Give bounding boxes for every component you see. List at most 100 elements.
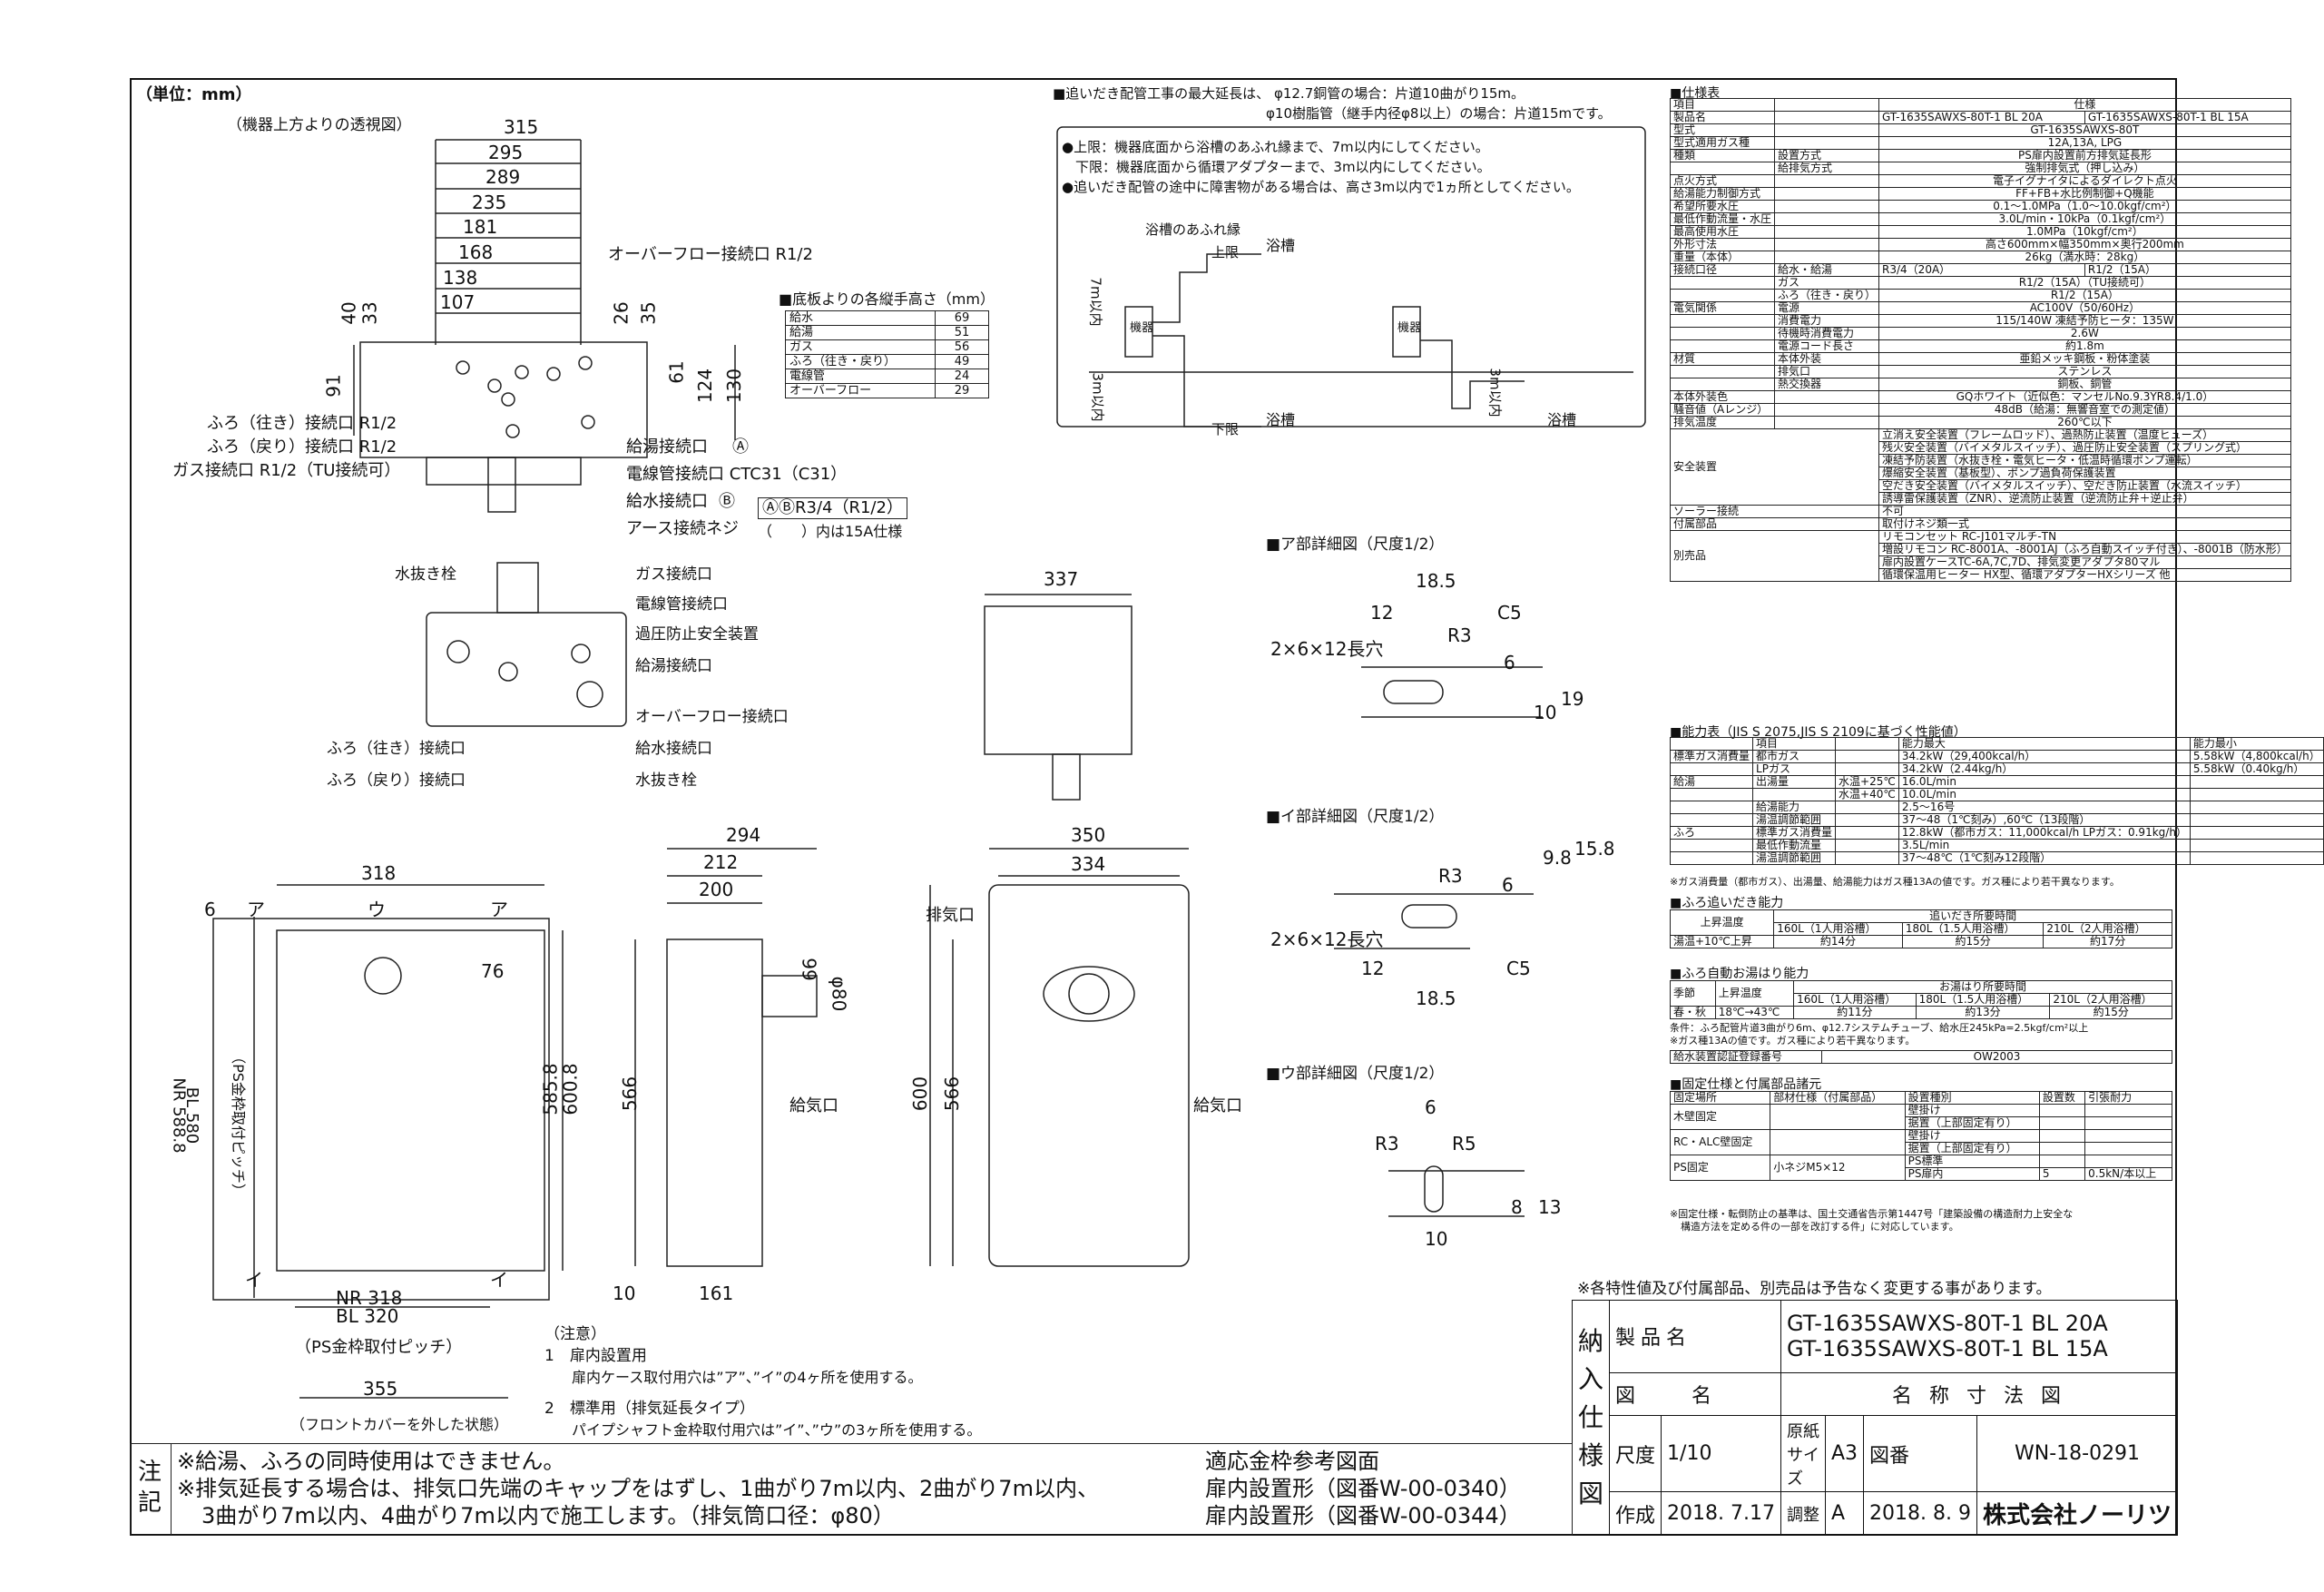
label-conduit: 電線管接続口 CTC31（C31） (626, 465, 848, 484)
detail-a-r3: R3 (1447, 624, 1472, 646)
within3: 3m以内 (1089, 372, 1106, 422)
tb-rev-date: 2018. 8. 9 (1863, 1491, 1978, 1536)
f2-350: 350 (1071, 824, 1106, 846)
label-b-overflow: オーバーフロー接続口 (635, 708, 789, 726)
front2-view-body (988, 884, 1190, 1267)
spec-row: 点火方式電子イグナイタによるダイレクト点火 (1669, 174, 2291, 188)
detail-a-6: 6 (1504, 652, 1515, 673)
capacity-title: ■能力表（JIS S 2075,JIS S 2109に基づく性能値） (1670, 725, 1966, 740)
tub-2: 浴槽 (1266, 411, 1296, 428)
tb-company: 株式会社ノーリツ (1976, 1491, 2179, 1536)
ref1: 扉内設置形（図番W-00-0340） (1205, 1476, 1521, 1501)
dim-26: 26 (610, 301, 632, 325)
piping-line1: ■追いだき配管工事の最大延長は、 φ12.7銅管の場合：片道10曲がり15m。 (1053, 85, 1525, 102)
spec-row: 外形寸法高さ600mm×幅350mm×奥行200mm (1669, 238, 2291, 251)
top-view-caption: （機器上方よりの透視図） (227, 116, 412, 134)
autofill-table: 季節上昇温度お湯はり所要時間 160L（1人用浴槽）180L（1.5人用浴槽）2… (1670, 980, 2172, 1019)
detail-i-98: 9.8 (1543, 847, 1572, 869)
label-b-relief: 過圧防止安全装置 (635, 625, 759, 644)
tb-scale-label: 尺度 (1609, 1415, 1662, 1493)
piping-b2: 下限：機器底面から循環アダプターまで、3m以内にしてください。 (1075, 159, 1491, 175)
tb-drawing-label: 図 名 (1609, 1371, 1781, 1417)
f2-intake: 給気口 (1193, 1096, 1242, 1115)
detail-i-c5: C5 (1506, 958, 1531, 979)
bottom-view-body (426, 612, 627, 727)
tb-made: 2018. 7.17 (1661, 1491, 1781, 1536)
tb-drawing: 名 称 寸 法 図 (1780, 1371, 2179, 1417)
detail-u-13: 13 (1538, 1196, 1562, 1218)
detail-a-slot: 2×6×12長穴 (1270, 638, 1384, 660)
dim-107: 107 (440, 291, 476, 313)
fv-6008: 600.8 (559, 1063, 582, 1115)
within3-b: 3m以内 (1486, 368, 1504, 418)
spec-row: 給排気方式強制排気式（押し込み） (1669, 162, 2291, 175)
fv-5858: 585.8 (539, 1063, 562, 1115)
piping-b3: ●追いだき配管の途中に障害物がある場合は、高さ3m以内で1ヵ所としてください。 (1062, 179, 1580, 195)
top2-body (984, 605, 1133, 755)
fv-bl: BL 580 (182, 1086, 202, 1145)
label-b-conduit: 電線管接続口 (635, 595, 728, 614)
piping-box (1056, 126, 1646, 427)
tb-number-label: 図番 (1863, 1415, 1978, 1493)
tb-side: 納入仕様図 (1571, 1300, 1611, 1536)
fv-i1: イ (245, 1269, 263, 1291)
title-block: 納入仕様図 製品名 GT-1635SAWXS-80T-1 BL 20A GT-1… (1571, 1300, 2179, 1536)
label-b-bath-ret: ふろ（戻り）接続口 (327, 771, 466, 790)
label-overflow: オーバーフロー接続口 R1/2 (608, 245, 813, 264)
spec-safety-row: 残火安全装置（バイメタルスイッチ）、過圧防止安全装置（スプリング式） (1671, 441, 2291, 455)
attn-n1: 1 扉内設置用 (544, 1347, 647, 1365)
detail-a-c5: C5 (1497, 602, 1522, 624)
piping-line2: φ10樹脂管（継手内径φ8以上）の場合：片道15mです。 (1266, 105, 1612, 122)
ref2: 扉内設置形（図番W-00-0344） (1205, 1503, 1521, 1528)
detail-i-158: 15.8 (1574, 838, 1615, 860)
fixing-title: ■固定仕様と付属部品諸元 (1670, 1077, 1822, 1092)
tb-product1: GT-1635SAWXS-80T-1 BL 20A (1787, 1311, 2108, 1337)
fv-u: ウ (368, 899, 386, 920)
tb-number: WN-18-0291 (1976, 1415, 2179, 1493)
detail-a-19: 19 (1561, 688, 1584, 710)
sv-80: φ80 (828, 976, 850, 1012)
bottom-l3: 3曲がり7m以内、4曲がり7m以内で施工します。（排気筒口径：φ80） (201, 1503, 895, 1528)
sv-294: 294 (726, 824, 761, 846)
detail-i-185: 18.5 (1416, 988, 1456, 1009)
spec-row: 騒音値（Aレンジ）48dB（給湯：無響音室での測定値） (1669, 403, 2291, 417)
attn-n1b: 扉内ケース取付用穴は”ア”、”イ”の4ヶ所を使用する。 (572, 1369, 923, 1386)
label-water-supply: 給水接続口 (626, 492, 708, 511)
overflow-edge: 浴槽のあふれ縁 (1145, 221, 1241, 238)
f2-600: 600 (909, 1076, 932, 1112)
bottom-notes-box (130, 1443, 1573, 1536)
spec-row: 重量（本体）26kg（満水時：28kg） (1669, 251, 2291, 264)
top-view-body (359, 341, 648, 458)
detail-i-r3: R3 (1438, 865, 1463, 887)
detail-a-12: 12 (1370, 602, 1394, 624)
piping-b1: ●上限：機器底面から浴槽のあふれ縁まで、7m以内にしてください。 (1062, 139, 1489, 155)
detail-u-title: ■ウ部詳細図（尺度1/2） (1266, 1065, 1445, 1083)
bottom-l1: ※給湯、ふろの同時使用はできません。 (177, 1449, 565, 1474)
circle-b: Ⓑ (719, 492, 735, 511)
sv-10: 10 (613, 1282, 636, 1304)
unit-label-2: 機器 (1397, 321, 1422, 335)
front-view-body (276, 929, 545, 1272)
dim-61: 61 (665, 360, 688, 384)
dim-337: 337 (1044, 568, 1079, 590)
dim-35: 35 (637, 301, 660, 325)
reheat-table: 上昇温度追いだき所要時間 160L（1人用浴槽）180L（1.5人用浴槽）210… (1669, 909, 2172, 948)
detail-a-title: ■ア部詳細図（尺度1/2） (1266, 536, 1445, 554)
dim-295: 295 (488, 142, 524, 163)
fv-6: 6 (204, 899, 216, 920)
